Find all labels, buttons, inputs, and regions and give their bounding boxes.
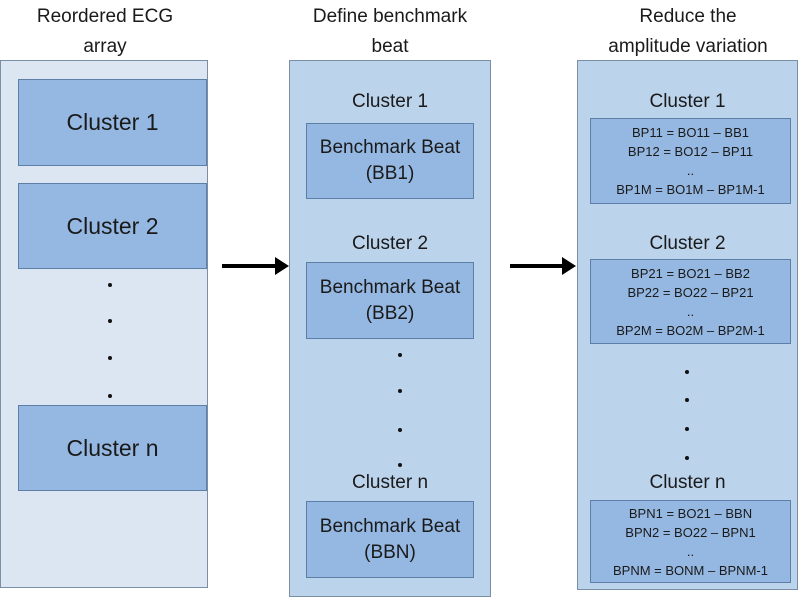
formula-line: BP1M = BO1M – BP1M-1 [616, 182, 765, 197]
formula-line: BP21 = BO21 – BB2 [631, 265, 750, 281]
formula-line: BPN2 = BO22 – BPN1 [625, 524, 756, 540]
cluster-title: Cluster 1 [649, 91, 726, 112]
formula-line: BP22 = BO22 – BP21 [627, 284, 754, 300]
formula-line: BP2M = BO2M – BP2M-1 [616, 322, 765, 338]
box-line: (BB1) [365, 163, 415, 184]
formula-box: BPN1 = BO21 – BBN BPN2 = BO22 – BPN1 .. … [590, 500, 791, 583]
benchmark-beat-box: Benchmark Beat (BBN) [306, 501, 474, 578]
box-line: Benchmark Beat [319, 515, 461, 537]
formula-ellipsis: .. [686, 543, 695, 559]
benchmark-beat-box: Benchmark Beat (BB2) [306, 262, 474, 339]
header-line: beat [371, 36, 409, 57]
header-define-benchmark-beat: Define benchmark beat [270, 2, 510, 62]
header-line: Reordered ECG [36, 6, 174, 27]
formula-line: BP12 = BO12 – BP11 [627, 144, 754, 159]
formula-ellipsis: .. [686, 163, 695, 178]
ellipsis-dot [398, 353, 402, 357]
ellipsis-dot [398, 428, 402, 432]
formula-line: BP11 = BO11 – BB1 [632, 125, 749, 140]
header-reordered-ecg-array: Reordered ECG array [0, 2, 225, 62]
ellipsis-dot [108, 319, 112, 323]
cluster-label: Cluster 1 [66, 109, 159, 135]
header-line: Reduce the [639, 6, 737, 27]
ellipsis-dot [108, 394, 112, 398]
arrow-right-icon [510, 257, 576, 275]
ellipsis-dot [398, 389, 402, 393]
cluster-box: Cluster 2 [18, 183, 207, 269]
ellipsis-dot [685, 427, 689, 431]
header-line: Define benchmark [312, 6, 468, 27]
header-line: amplitude variation [608, 36, 768, 57]
cluster-label: Cluster n [66, 434, 159, 461]
ellipsis-dot [108, 283, 112, 287]
cluster-title: Cluster n [351, 472, 429, 493]
cluster-label: Cluster 2 [66, 212, 159, 239]
header-line: array [83, 36, 127, 57]
arrow-right-icon [222, 257, 289, 275]
cluster-title: Cluster 1 [351, 91, 429, 112]
formula-box: BP11 = BO11 – BB1 BP12 = BO12 – BP11 .. … [590, 118, 791, 204]
formula-line: BPNM = BONM – BPNM-1 [613, 562, 768, 578]
formula-box: BP21 = BO21 – BB2 BP22 = BO22 – BP21 .. … [590, 259, 791, 344]
cluster-title: Cluster 2 [351, 233, 429, 254]
cluster-title: Cluster 2 [649, 233, 726, 254]
ellipsis-dot [398, 463, 402, 467]
box-line: (BB2) [365, 302, 415, 324]
ellipsis-dot [685, 370, 689, 374]
ellipsis-dot [108, 356, 112, 360]
box-line: Benchmark Beat [319, 137, 461, 158]
ellipsis-dot [685, 456, 689, 460]
formula-line: BPN1 = BO21 – BBN [628, 505, 753, 521]
header-reduce-amplitude-variation: Reduce the amplitude variation [568, 2, 800, 62]
box-line: (BBN) [364, 541, 416, 563]
benchmark-beat-box: Benchmark Beat (BB1) [306, 123, 474, 199]
cluster-box: Cluster n [18, 405, 207, 491]
cluster-box: Cluster 1 [18, 79, 207, 166]
formula-ellipsis: .. [686, 303, 695, 319]
ellipsis-dot [685, 398, 689, 402]
cluster-title: Cluster n [649, 472, 726, 493]
box-line: Benchmark Beat [319, 276, 461, 298]
